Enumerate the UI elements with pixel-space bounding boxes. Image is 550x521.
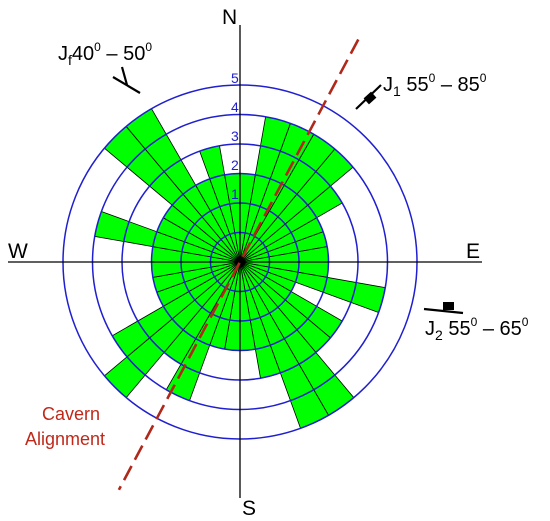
cavern-alignment-line bbox=[117, 38, 360, 491]
ring-label-3: 3 bbox=[231, 128, 239, 144]
cavern-label-line2: Alignment bbox=[25, 429, 105, 449]
j2-label: J2 550 – 650 bbox=[425, 315, 529, 343]
cavern-label-line1: Cavern bbox=[42, 404, 100, 424]
jf-symbol bbox=[112, 66, 141, 94]
north-label: N bbox=[222, 6, 237, 29]
j1-label: J1 550 – 850 bbox=[383, 71, 487, 99]
jf-label: Jf400 – 500 bbox=[58, 40, 152, 68]
ring-label-2: 2 bbox=[231, 157, 239, 173]
ring-label-4: 4 bbox=[231, 99, 239, 115]
ring-label-1: 1 bbox=[231, 186, 239, 202]
ring-label-5: 5 bbox=[231, 70, 239, 86]
south-label: S bbox=[242, 497, 256, 520]
east-label: E bbox=[466, 240, 480, 263]
j1-symbol bbox=[355, 84, 382, 110]
west-label: W bbox=[8, 240, 28, 263]
j2-symbol bbox=[423, 302, 464, 315]
